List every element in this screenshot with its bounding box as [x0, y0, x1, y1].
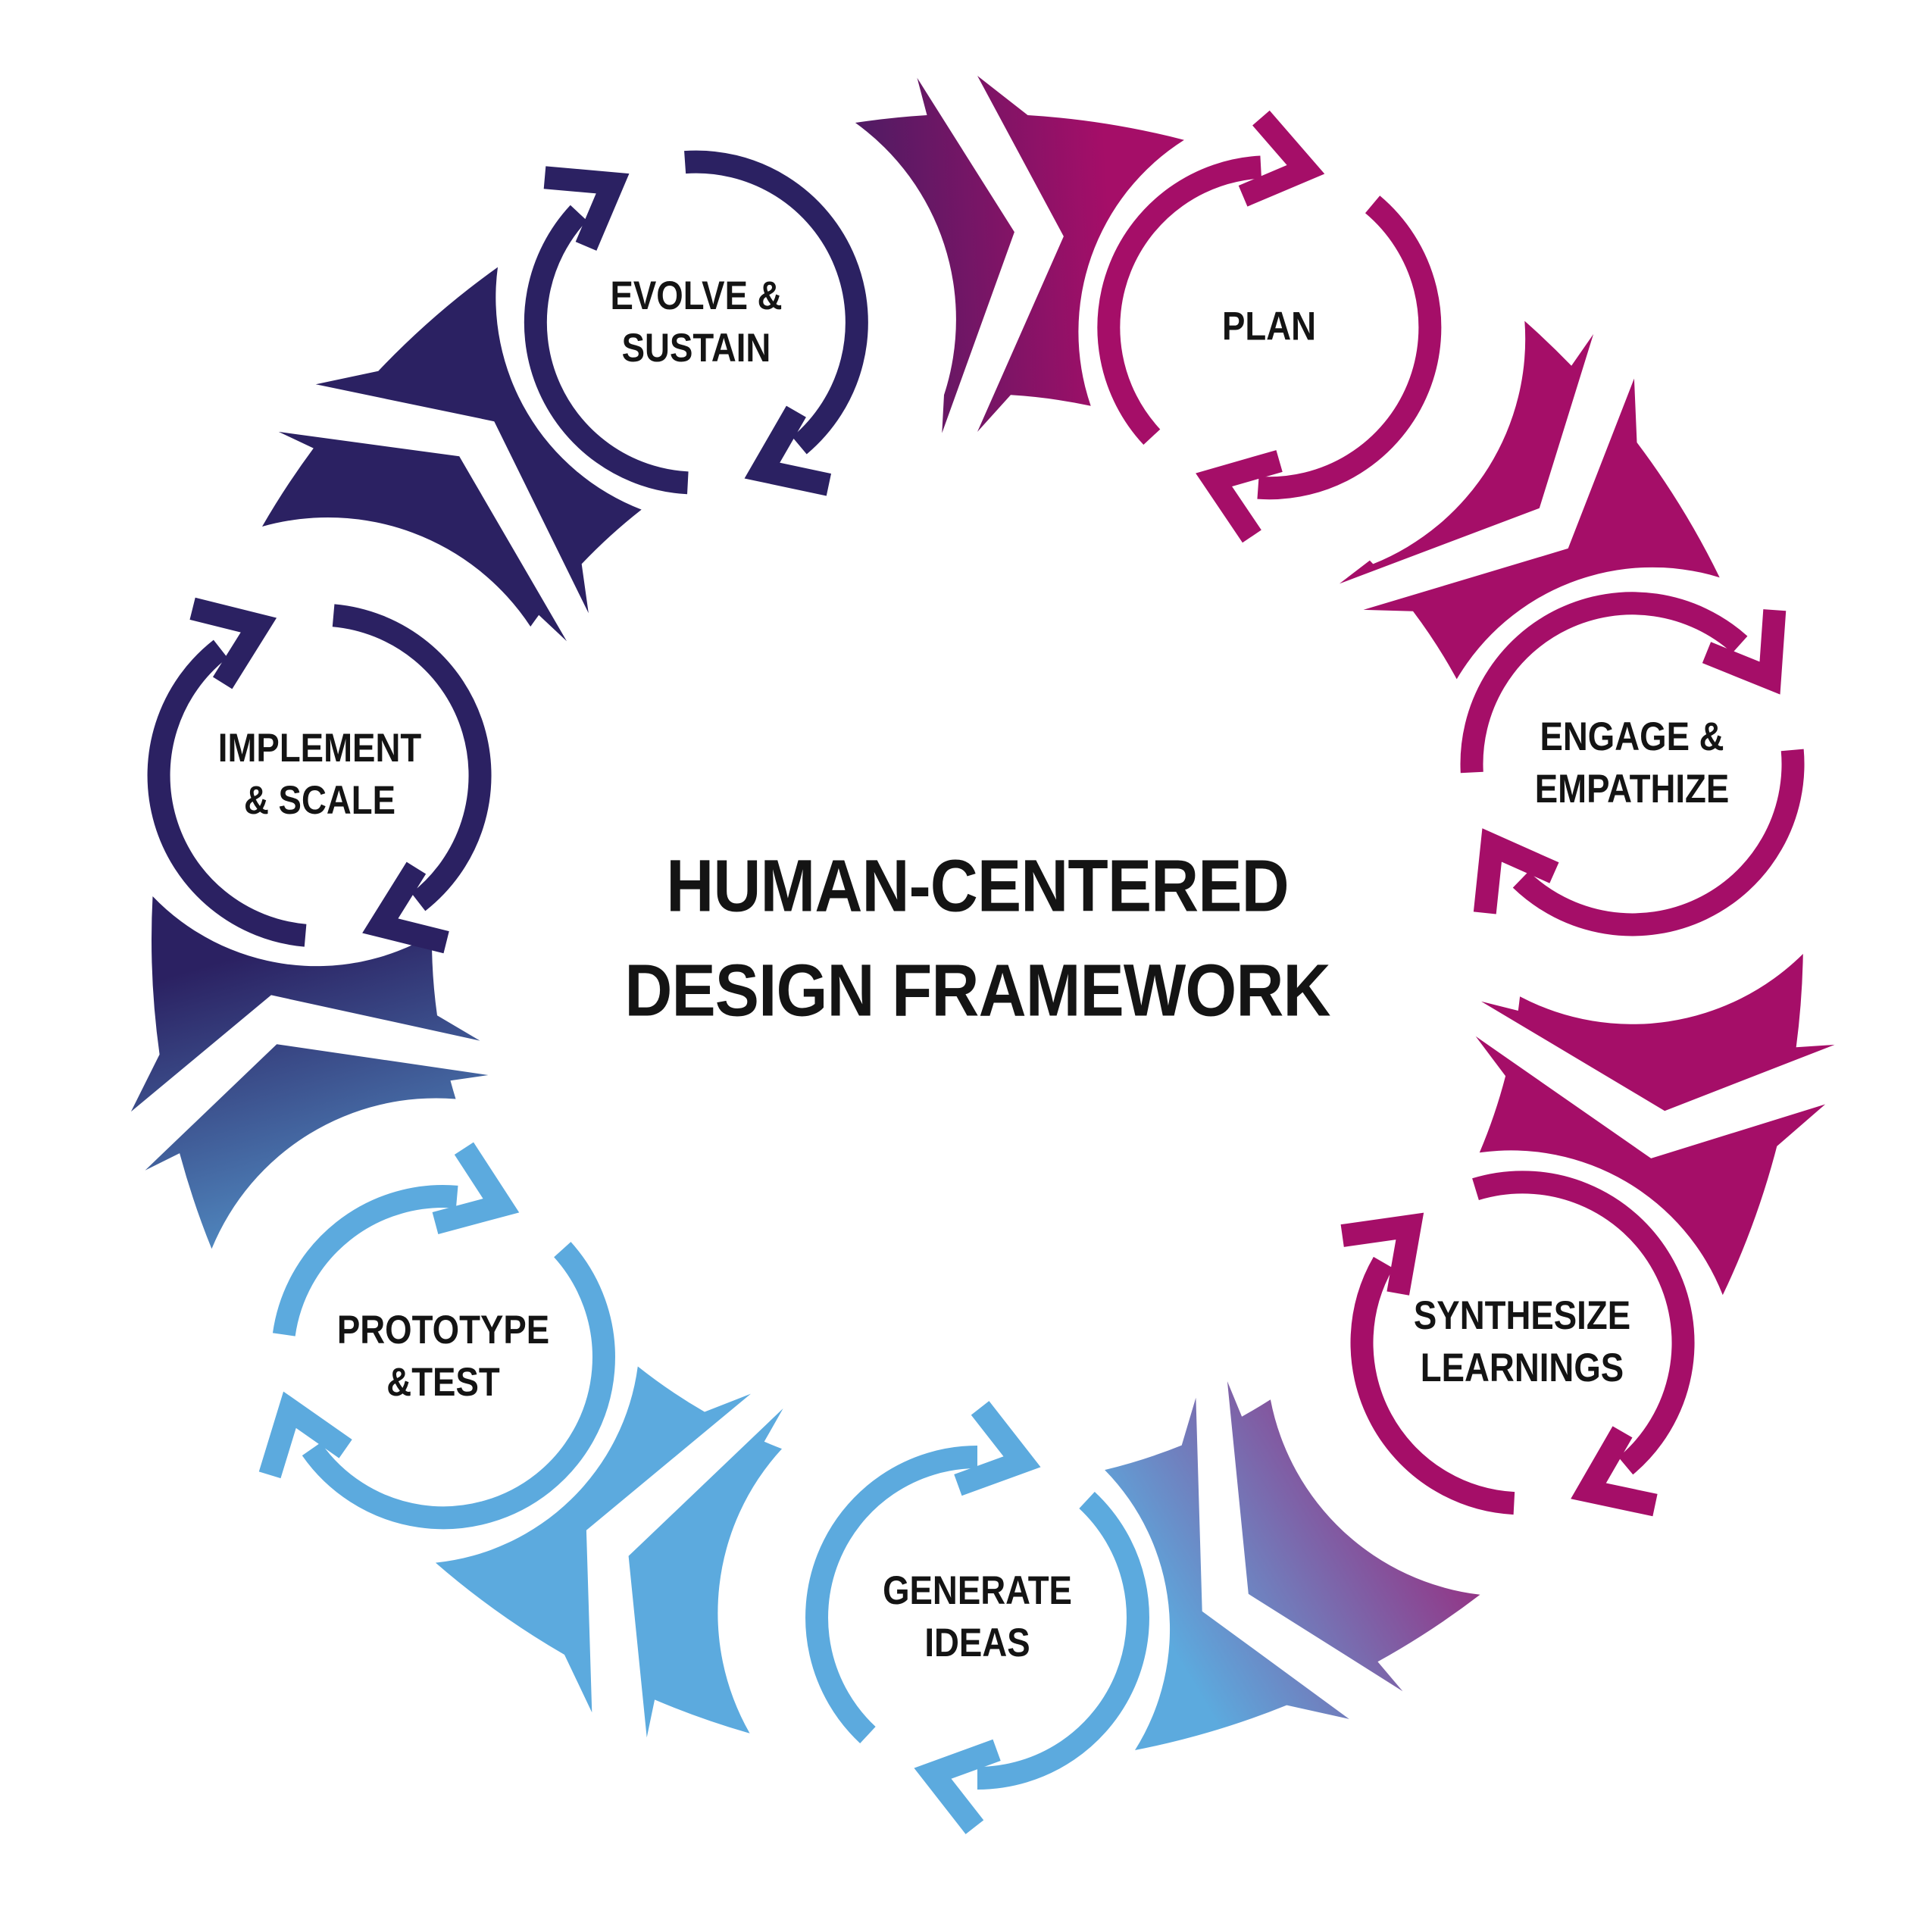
cycle-arc [1257, 195, 1442, 500]
cycle-arc [1512, 749, 1805, 936]
stage-circle-prototype-test [267, 1181, 619, 1533]
stage-label-evolve-sustain: EVOLVE & SUSTAIN [610, 274, 783, 370]
diagram-title: HUMAN-CENTERED DESIGN FRAMEWORK [624, 844, 1330, 1031]
cycle-arc [1350, 1256, 1515, 1515]
cycle-arrowhead-icon [1571, 1426, 1658, 1517]
stage-label-synthesize-learnings: SYNTHESIZE LEARNINGS [1413, 1293, 1631, 1390]
cycle-arc [1097, 155, 1262, 445]
cycle-arc [1472, 1171, 1695, 1475]
cycle-arc [272, 1185, 458, 1336]
cycle-arc [332, 604, 492, 911]
cycle-arc [1460, 592, 1748, 774]
cycle-arrowhead-icon [954, 1401, 1041, 1496]
cycle-arrowhead-icon [1473, 828, 1559, 914]
cycle-arc [977, 1492, 1149, 1790]
cycle-arc [524, 205, 689, 495]
stage-label-plan: PLAN [1221, 304, 1317, 349]
cycle-arrowhead-icon [914, 1739, 1001, 1834]
stage-label-engage-empathize: ENGAGE & EMPATHIZE [1534, 714, 1730, 811]
stage-label-generate-ideas: GENERATE IDEAS [883, 1568, 1072, 1665]
connector-evolve-sustain-to-plan-body [855, 77, 1014, 433]
connector-plan-to-engage-empathize-body [1339, 320, 1594, 584]
connector-generate-ideas-to-prototype-test-head [435, 1366, 751, 1713]
cycle-arrowhead-icon [744, 405, 832, 496]
cycle-arc [684, 150, 868, 455]
connector-implement-scale-to-evolve-sustain-body [262, 431, 567, 642]
connector-prototype-test-to-implement-scale-head [130, 896, 480, 1112]
connector-evolve-sustain-to-plan-head [977, 76, 1184, 432]
stage-label-implement-scale: IMPLEMENT & SCALE [217, 726, 422, 823]
cycle-arrowhead-icon [362, 861, 449, 954]
cycle-arc [302, 1242, 615, 1530]
connector-plan-to-engage-empathize-head [1363, 378, 1720, 680]
connector-engage-empathize-to-synthesize-learnings-body [1481, 954, 1835, 1111]
cycle-arrowhead-icon [1196, 450, 1283, 543]
connector-implement-scale-to-evolve-sustain-head [315, 267, 642, 614]
stage-circle-plan [1093, 152, 1446, 504]
connector-prototype-test-to-implement-scale-body [145, 1044, 489, 1249]
cycle-arrowhead-icon [1238, 110, 1325, 207]
cycle-arrowhead-icon [543, 166, 630, 251]
stage-circle-generate-ideas [802, 1442, 1153, 1793]
cycle-arrowhead-icon [1340, 1212, 1424, 1296]
connector-synthesize-learnings-to-generate-ideas-head [1105, 1397, 1349, 1750]
cycle-arrowhead-icon [258, 1391, 352, 1479]
stage-label-prototype-test: PROTOTYPE &TEST [336, 1308, 550, 1405]
cycle-arrowhead-icon [189, 597, 277, 689]
cycle-arrowhead-icon [432, 1142, 520, 1234]
cycle-arrowhead-icon [1702, 609, 1787, 695]
connector-synthesize-learnings-to-generate-ideas-body [1227, 1381, 1480, 1692]
cycle-arc [805, 1446, 978, 1743]
stage-circle-engage-empathize [1456, 588, 1809, 940]
connector-engage-empathize-to-synthesize-learnings-head [1475, 1036, 1826, 1296]
connector-generate-ideas-to-prototype-test-body [628, 1408, 783, 1738]
cycle-arc [147, 639, 307, 947]
